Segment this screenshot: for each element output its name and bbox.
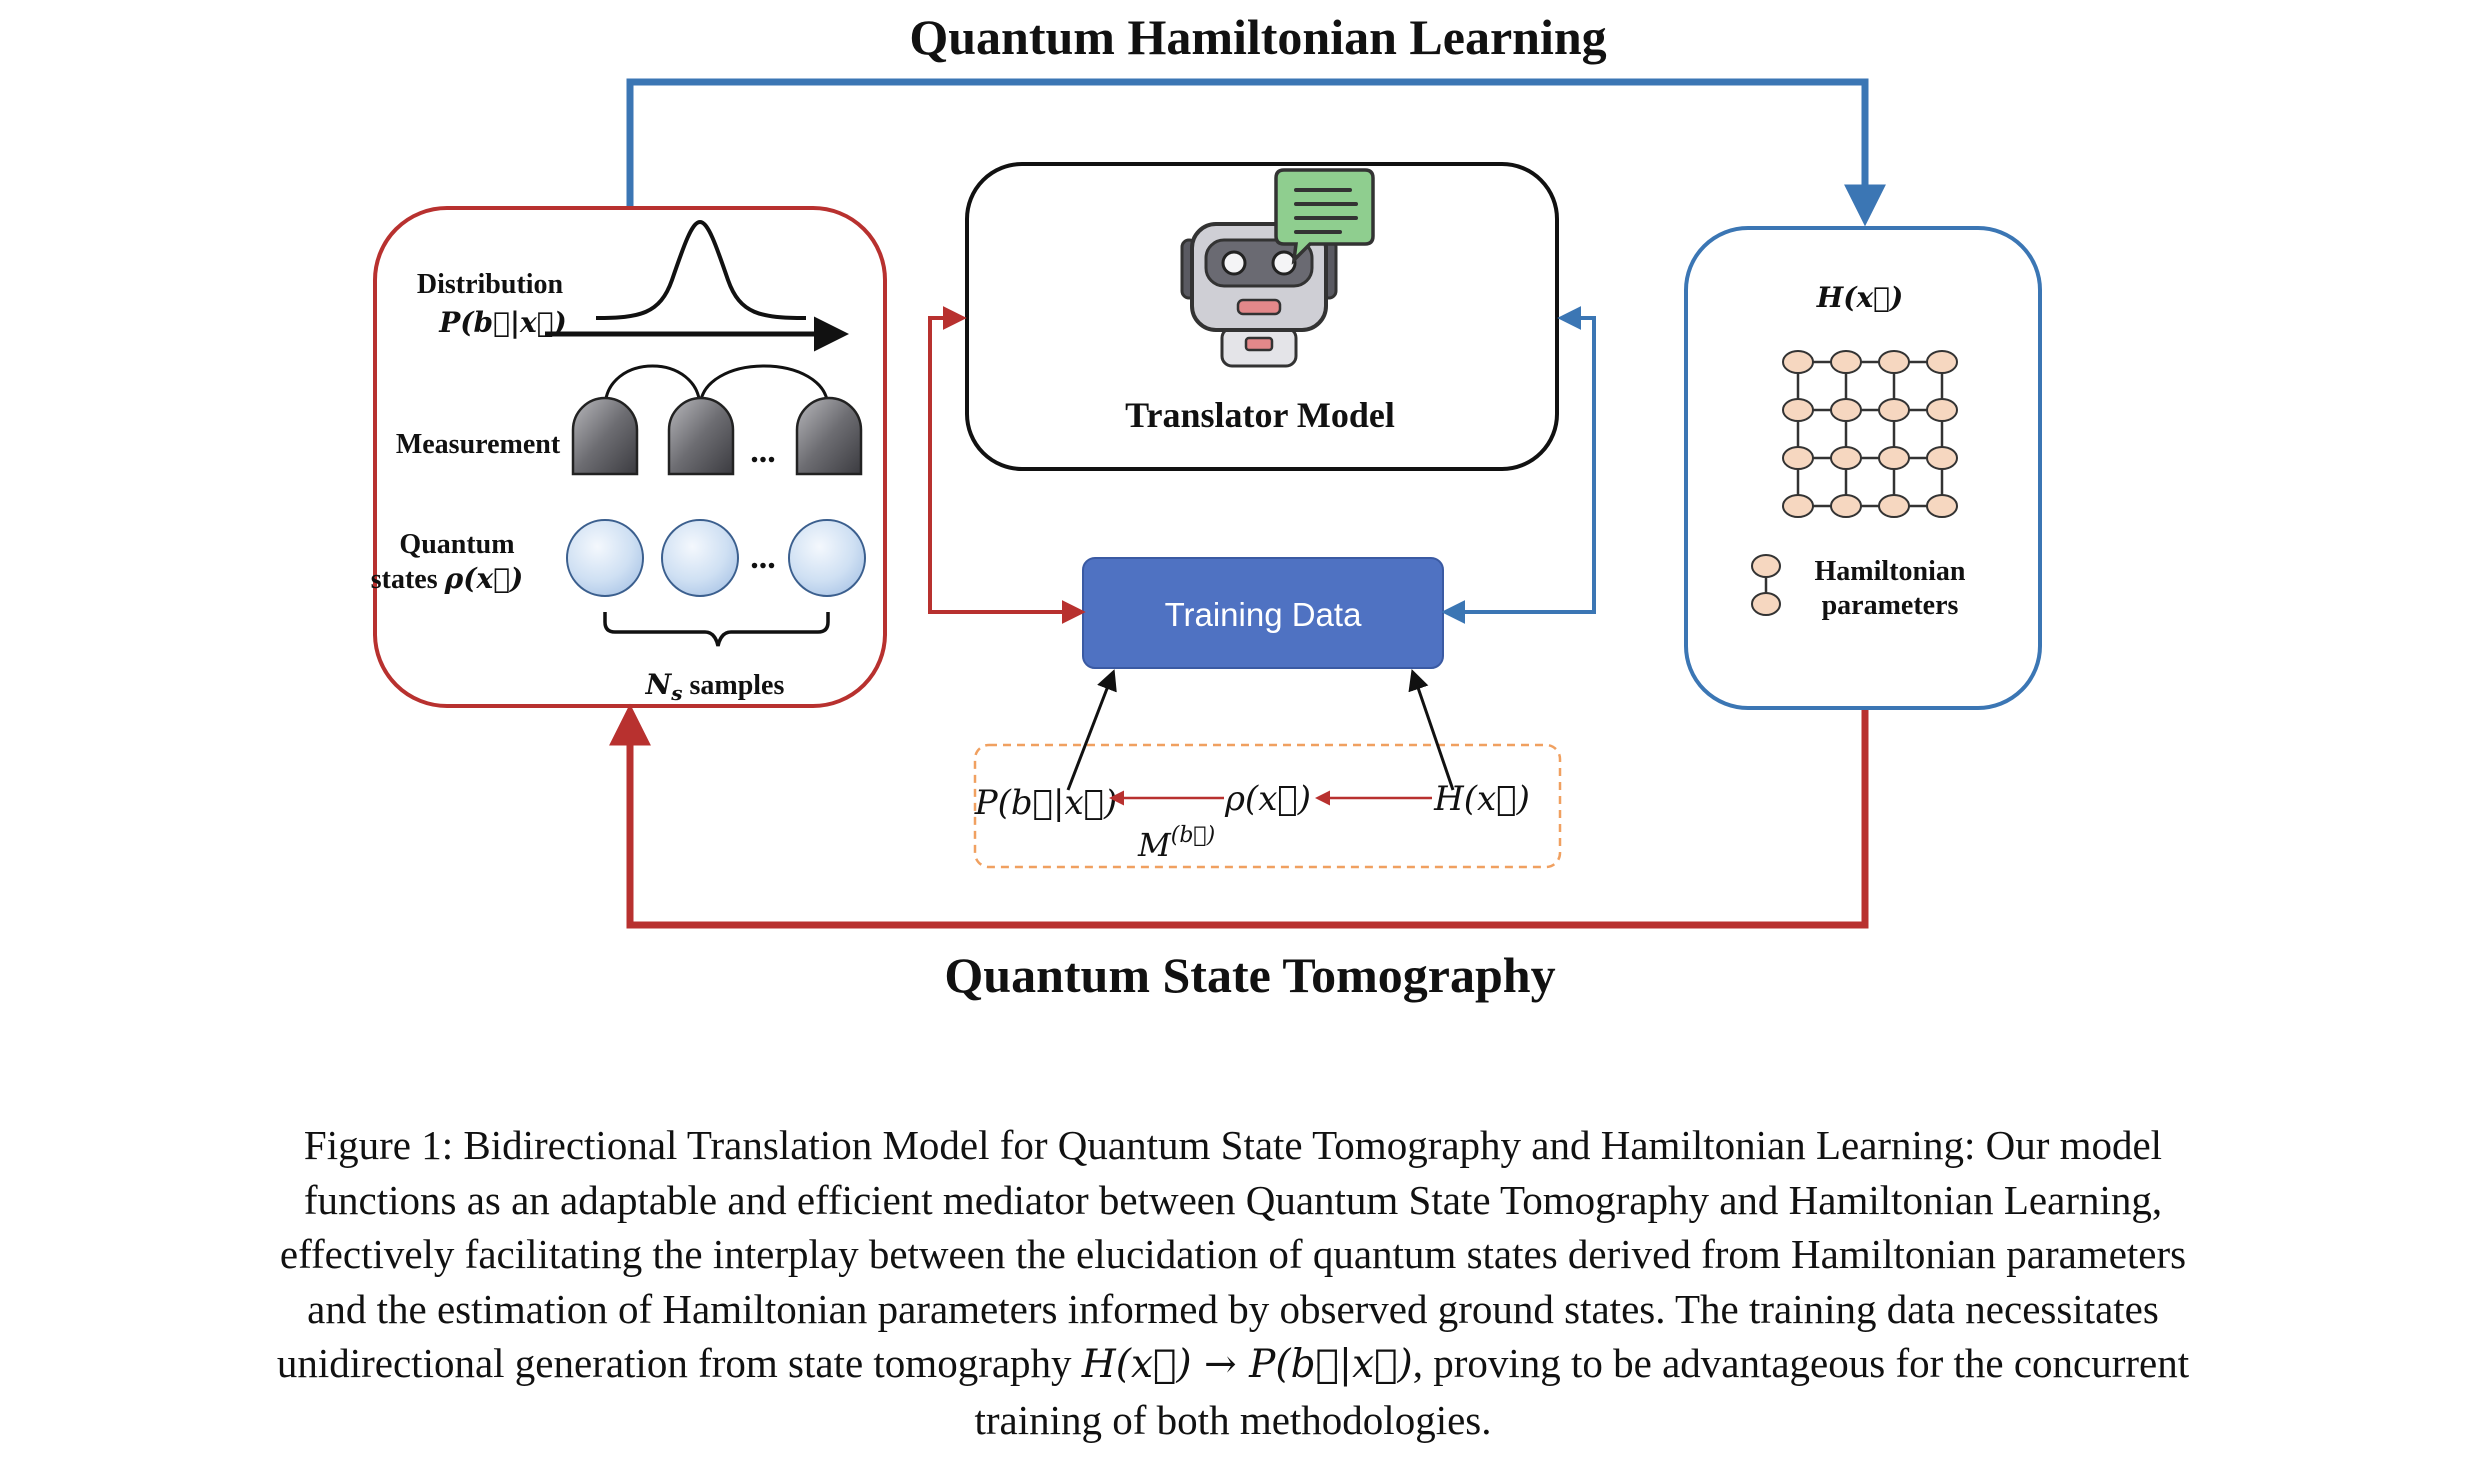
- lattice-node: [1782, 494, 1814, 518]
- states-ellipsis: ...: [750, 539, 776, 576]
- caption-line: training of both methodologies.: [974, 1396, 1492, 1443]
- hamiltonian-learning-arrow: [626, 78, 1886, 227]
- lattice-node: [1878, 446, 1910, 470]
- lattice-node: [1782, 398, 1814, 422]
- lattice-node: [1782, 446, 1814, 470]
- hamiltonian-parameter-legend-icon: [1751, 554, 1781, 616]
- chain-to-training-right: [1408, 669, 1455, 791]
- lattice-node: [1830, 398, 1862, 422]
- samples-word: samples: [689, 670, 784, 701]
- figure-caption: Figure 1: Bidirectional Translation Mode…: [20, 1118, 2446, 1447]
- distribution-label: Distribution: [417, 269, 564, 300]
- measurement-link-icon: [603, 364, 830, 409]
- legend-label-2: parameters: [1822, 590, 1959, 621]
- hamiltonian-label: H(x⃗): [1816, 281, 1903, 314]
- caption-line: unidirectional generation from state tom…: [20, 1336, 2446, 1393]
- lattice-node: [1878, 398, 1910, 422]
- caption-line: functions as an adaptable and efficient …: [303, 1176, 2163, 1223]
- quantum-state-icon: [788, 519, 866, 597]
- state-tomography-arrow: [609, 703, 1869, 929]
- distribution-curve-icon: [595, 219, 807, 320]
- caption-line: and the estimation of Hamiltonian parame…: [307, 1285, 2159, 1332]
- left-panel: [373, 206, 887, 708]
- right-training-link: [1441, 306, 1596, 624]
- chain-m-symbol: M: [1137, 826, 1172, 864]
- quantum-states-word: states: [371, 564, 438, 595]
- quantum-state-icon: [661, 519, 739, 597]
- lattice-node: [1830, 446, 1862, 470]
- chain-rho-expr: ρ(x⃗): [1224, 779, 1311, 819]
- legend-label-1: Hamiltonian: [1815, 556, 1966, 587]
- lattice-node: [1926, 350, 1958, 374]
- training-data-label: Training Data: [1165, 596, 1363, 633]
- lattice-node: [1926, 494, 1958, 518]
- lattice-node: [1782, 350, 1814, 374]
- caption-line: Figure 1: Bidirectional Translation Mode…: [303, 1122, 2163, 1168]
- samples-symbol: N: [645, 668, 673, 701]
- samples-subscript: s: [670, 681, 682, 705]
- samples-label: Ns samples: [645, 668, 785, 705]
- chain-m-superscript: (b⃗): [1171, 823, 1215, 848]
- lattice-node: [1926, 446, 1958, 470]
- diagram-canvas: Quantum Hamiltonian Learning Quantum Sta…: [371, 9, 2042, 1003]
- chain-h-expr: H(x⃗): [1433, 779, 1530, 819]
- measurement-meter-icon: [795, 396, 863, 476]
- caption-text: , proving to be advantageous for the con…: [1412, 1340, 2190, 1386]
- robot-icon: [1180, 222, 1338, 368]
- quantum-states-label-2: states ρ(x⃗): [371, 562, 524, 595]
- lattice-node: [1926, 398, 1958, 422]
- chain-to-training-left: [1066, 669, 1117, 791]
- lattice-node: [1830, 494, 1862, 518]
- caption-line: effectively facilitating the interplay b…: [279, 1231, 2187, 1277]
- chat-bubble-icon: [1274, 168, 1375, 265]
- chain-measurement-operator: M(b⃗): [1137, 823, 1215, 864]
- translator-model-label: Translator Model: [1125, 395, 1395, 435]
- measurement-label: Measurement: [396, 429, 561, 460]
- measurement-ellipsis: ...: [750, 433, 776, 470]
- samples-brace: [603, 612, 830, 647]
- generation-chain-box: [973, 743, 1562, 869]
- left-training-link: [928, 306, 1086, 624]
- quantum-states-label: Quantum: [399, 529, 514, 560]
- title-bottom: Quantum State Tomography: [944, 947, 1555, 1003]
- lattice-node: [1878, 350, 1910, 374]
- title-top: Quantum Hamiltonian Learning: [909, 9, 1606, 65]
- lattice-node: [1878, 494, 1910, 518]
- measurement-meter-icon: [571, 396, 639, 476]
- measurement-meter-icon: [667, 396, 735, 476]
- quantum-states-expr: ρ(x⃗): [444, 562, 524, 595]
- right-panel: [1684, 226, 2042, 710]
- caption-text: unidirectional generation from state tom…: [276, 1340, 1072, 1386]
- quantum-state-icon: [566, 519, 644, 597]
- chain-p-expr: P(b⃗|x⃗): [974, 783, 1118, 823]
- caption-math: H(x⃗) → P(b⃗|x⃗): [1081, 1342, 1413, 1387]
- lattice-node: [1830, 350, 1862, 374]
- hamiltonian-lattice-icon: [1782, 350, 1958, 518]
